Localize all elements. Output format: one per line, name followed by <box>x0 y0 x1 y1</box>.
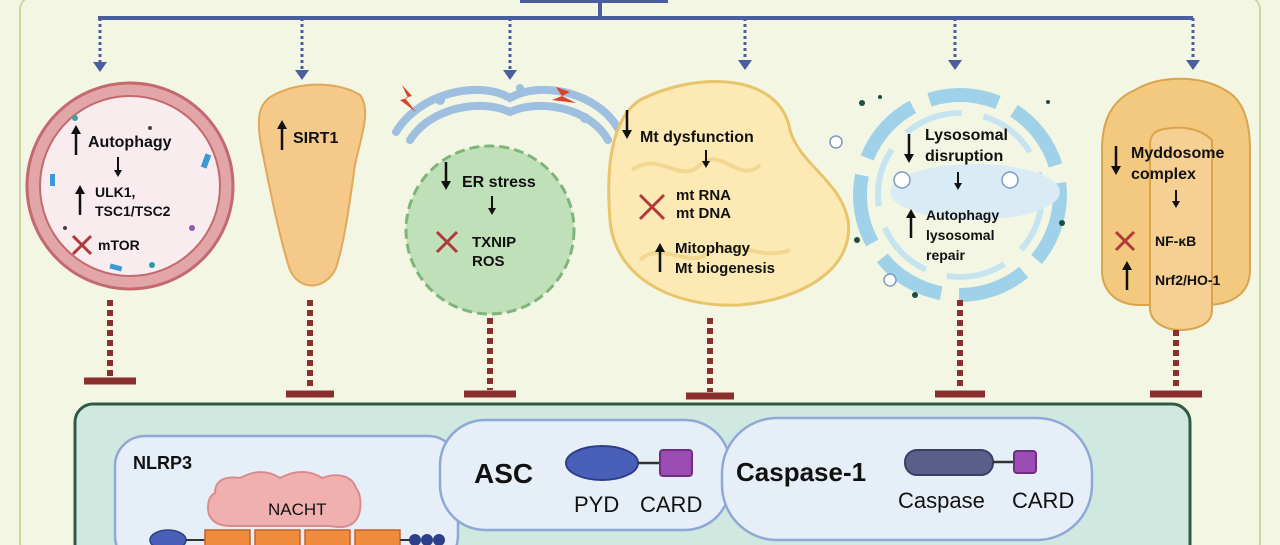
caspase-domain-label: Caspase <box>898 488 985 513</box>
autophagy-text: Autophagy <box>88 134 172 151</box>
mt-biogenesis-text: Mt biogenesis <box>675 260 775 277</box>
ulk1-text: ULK1, <box>95 184 135 200</box>
outer-frame <box>19 0 1261 545</box>
nrf2-text: Nrf2/HO-1 <box>1155 272 1221 288</box>
caspase1-box: Caspase-1 Caspase CARD <box>720 416 1094 542</box>
caspase1-title: Caspase-1 <box>736 457 866 487</box>
mitochondria-cell: Mt dysfunction mt RNA mt DNA Mitophagy M… <box>607 79 851 307</box>
er-stress-cell: ER stress TXNIP ROS <box>392 84 624 316</box>
er-stress-text: ER stress <box>462 174 536 191</box>
mtor-text: mTOR <box>98 237 140 253</box>
inhibition-bars <box>84 300 1202 400</box>
disruption-text: disruption <box>925 148 1003 165</box>
nlrp3-box: NLRP3 NACHT <box>113 434 460 545</box>
asc-pyd-label: PYD <box>574 492 619 517</box>
tsc-text: TSC1/TSC2 <box>95 203 171 219</box>
myddosome-text: Myddosome <box>1131 145 1224 162</box>
sirt1-cell: SIRT1 <box>257 83 367 287</box>
nacht-label: NACHT <box>268 500 327 519</box>
mitophagy-text: Mitophagy <box>675 240 751 257</box>
asc-title: ASC <box>474 458 533 489</box>
caspase-card-label: CARD <box>1012 488 1074 513</box>
mt-dna-text: mt DNA <box>676 205 731 222</box>
asc-box: ASC PYD CARD <box>438 418 732 532</box>
txnip-text: TXNIP <box>472 234 516 251</box>
lysosomal-repair-text: lysosomal <box>926 227 994 243</box>
lysosome-cell: Lysosomal disruption Autophagy lysosomal… <box>829 88 1067 302</box>
lysosomal-text: Lysosomal <box>925 127 1008 144</box>
myddosome-cell: Myddosome complex NF-κB Nrf2/HO-1 <box>1101 77 1251 332</box>
nlrp3-title: NLRP3 <box>133 453 192 473</box>
asc-card-label: CARD <box>640 492 702 517</box>
mt-dysfunction-text: Mt dysfunction <box>640 129 754 146</box>
repair-text: repair <box>926 247 965 263</box>
down-arrows <box>93 18 1200 80</box>
mt-rna-text: mt RNA <box>676 187 731 204</box>
top-bus <box>98 0 1193 20</box>
complex-text: complex <box>1131 166 1196 183</box>
autophagy-repair-text: Autophagy <box>926 207 999 223</box>
nfkb-text: NF-κB <box>1155 233 1196 249</box>
ros-text: ROS <box>472 253 505 270</box>
autophagy-cell: Autophagy ULK1, TSC1/TSC2 mTOR <box>25 81 235 291</box>
sirt1-text: SIRT1 <box>293 130 338 147</box>
